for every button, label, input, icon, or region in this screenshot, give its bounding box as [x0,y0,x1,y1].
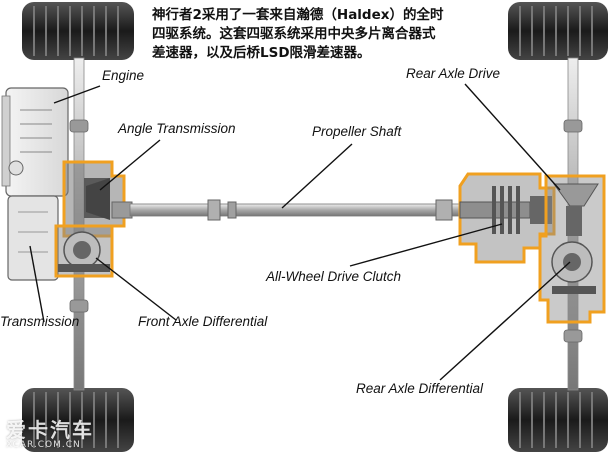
front-left-wheel [22,2,134,60]
caption-line: 四驱系统。这套四驱系统采用中央多片离合器式 [152,26,436,42]
label-rear-axle-drive: Rear Axle Drive [406,66,501,81]
caption-text: 神行者2采用了一套来自瀚德（Haldex）的全时 四驱系统。这套四驱系统采用中央… [152,6,512,63]
rear-axle-drive-unit [538,174,606,324]
caption-line: 差速器，以及后桥LSD限滑差速器。 [152,45,371,61]
label-engine: Engine [102,68,145,83]
label-transmission: Transmission [0,314,80,329]
watermark-brand: 爱卡汽车 [6,418,94,442]
propeller-shaft [111,199,461,221]
engine-block [1,87,69,197]
label-rear-axle-differential: Rear Axle Differential [356,381,484,396]
label-angle-transmission: Angle Transmission [118,121,236,136]
caption-line: 神行者2采用了一套来自瀚德（Haldex）的全时 [152,7,444,23]
transmission-case [7,195,59,281]
rear-left-wheel [508,2,608,60]
label-front-axle-differential: Front Axle Differential [138,314,268,329]
watermark-logo: 爱卡汽车 XCAR.COM.CN [6,414,94,450]
rear-right-wheel [508,388,608,452]
front-differential-unit [54,224,114,278]
label-propeller-shaft: Propeller Shaft [312,124,402,139]
leader-lines [29,83,571,381]
label-awd-clutch: All-Wheel Drive Clutch [266,269,402,284]
watermark-domain: XCAR.COM.CN [6,440,81,450]
awd-clutch-unit [458,172,556,264]
front-right-wheel [22,388,134,452]
